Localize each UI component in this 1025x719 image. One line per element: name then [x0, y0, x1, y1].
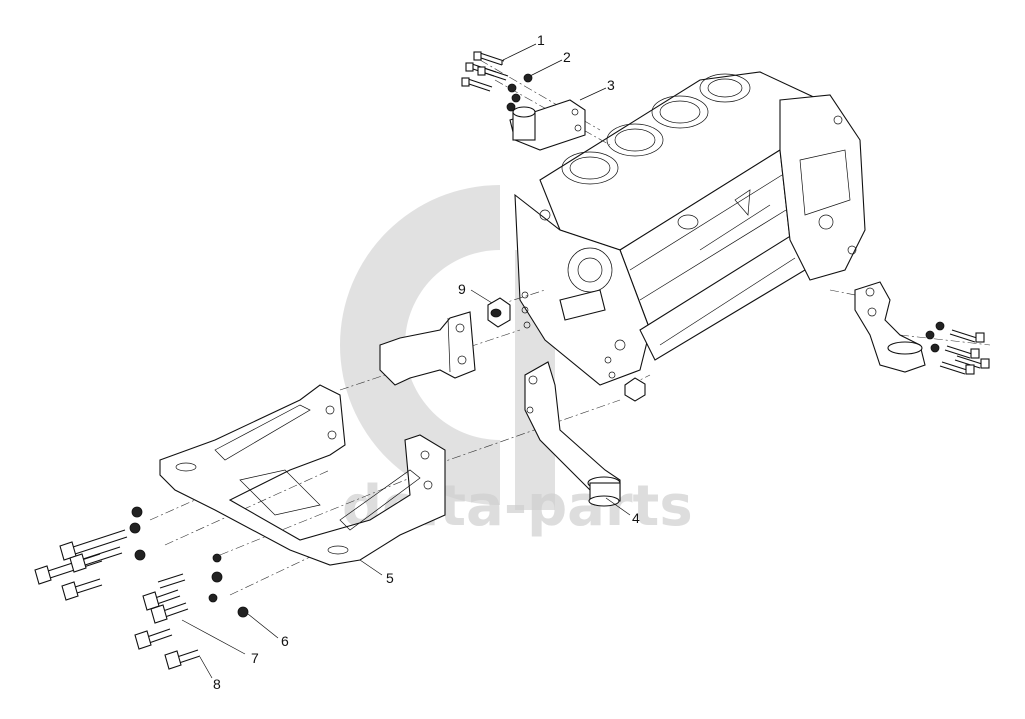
- leader-lines: [181, 43, 631, 679]
- callout-2: 2: [563, 49, 571, 65]
- callout-1: 1: [537, 32, 545, 48]
- callout-7: 7: [251, 650, 259, 666]
- callout-8: 8: [213, 676, 221, 692]
- part-4-front-right-bracket: [524, 361, 621, 507]
- hex-nut: [624, 377, 646, 402]
- part-3-mount-bracket-top: [509, 99, 586, 151]
- part-1-bolts-top: [461, 51, 509, 92]
- part-5-support-frame: [159, 384, 446, 566]
- frame-bolts-left: [34, 506, 146, 601]
- callout-3: 3: [607, 77, 615, 93]
- rear-right-bracket: [854, 281, 926, 373]
- callout-labels: 1 2 3 4 5 6 7 8 9: [213, 32, 640, 692]
- callout-9: 9: [458, 281, 466, 297]
- callout-6: 6: [281, 633, 289, 649]
- part-2-washers-top: [506, 73, 533, 112]
- callout-4: 4: [632, 510, 640, 526]
- part-9-spacer: [487, 297, 511, 328]
- callout-5: 5: [386, 570, 394, 586]
- part-8-bolt: [164, 649, 201, 670]
- part-6-washers: [208, 553, 249, 618]
- rear-right-bolts: [925, 321, 990, 375]
- front-left-bracket: [379, 311, 476, 386]
- engine-block: [514, 71, 866, 386]
- part-7-bolts: [134, 573, 189, 650]
